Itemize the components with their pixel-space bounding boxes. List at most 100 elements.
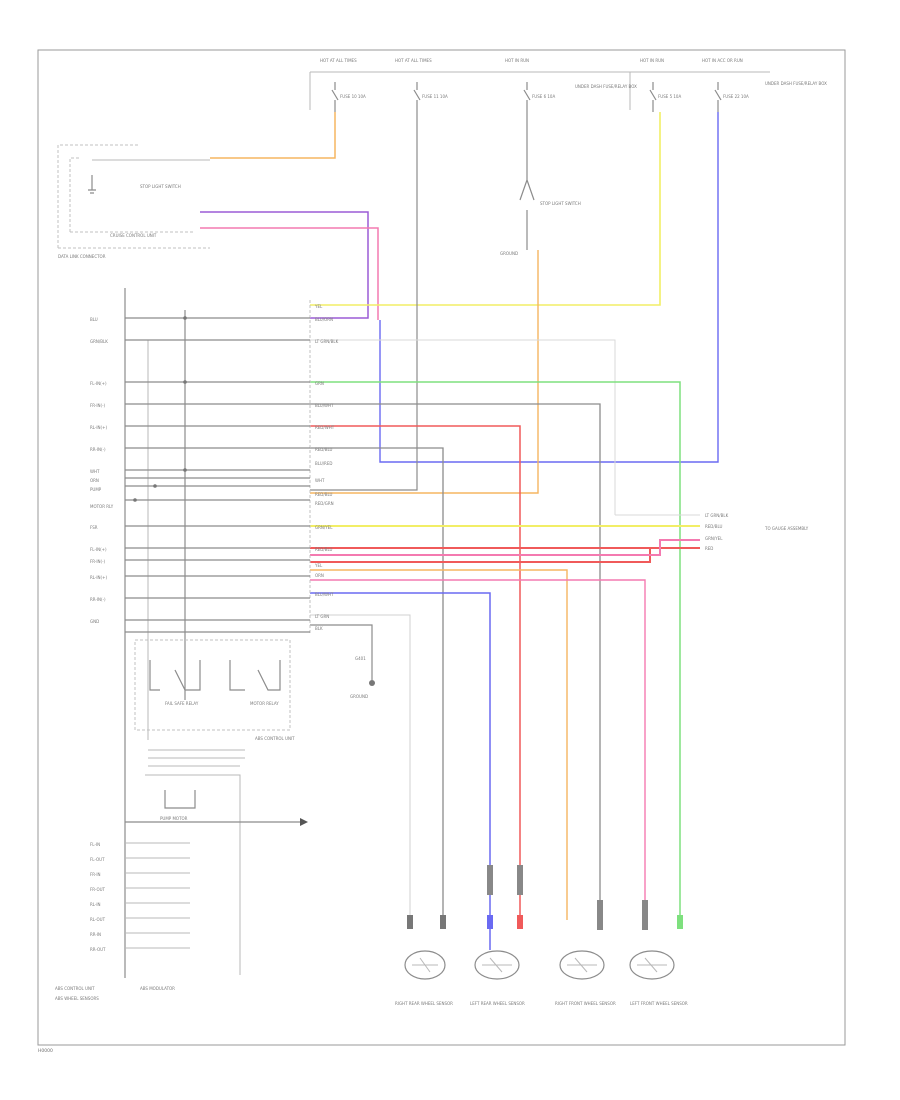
lpin-15: GND [90, 619, 99, 624]
abs-unit-label: ABS CONTROL UNIT [55, 986, 95, 991]
mpin-3: FR-OUT [90, 887, 106, 892]
fuse-2-name: FUSE 11 10A [422, 94, 448, 99]
stop-switch-ground-label: GROUND [500, 251, 518, 256]
lpin-6: WHT [90, 469, 100, 474]
wire-blue-lr [310, 592, 491, 950]
mpin-1: FL-OUT [90, 857, 105, 862]
mpin-0: FL-IN [90, 842, 100, 847]
motor-relay-label: MOTOR RELAY [250, 701, 279, 706]
lpin-2: FL-IN(+) [90, 381, 107, 386]
fuse-3: HOT IN RUN FUSE 6 10A UNDER DASH FUSE/RE… [505, 58, 637, 112]
fuse-1-power: HOT AT ALL TIMES [320, 58, 357, 63]
wire-pink-out [310, 539, 700, 556]
rpin-6: RED/BLU [315, 447, 333, 452]
wheel-sensors: RIGHT REAR WHEEL SENSOR LEFT REAR WHEEL … [395, 865, 688, 1006]
wire-yellow-top [310, 112, 661, 306]
fail-relay-label: FAIL SAFE RELAY [165, 701, 199, 706]
sensor-lf-label: LEFT FRONT WHEEL SENSOR [630, 1001, 688, 1006]
main-buses [124, 288, 311, 978]
rpin-5: RED/WHT [315, 425, 335, 430]
stop-switch-label: STOP LIGHT SWITCH [140, 184, 181, 189]
left-pin-lines [125, 316, 310, 633]
lpin-7: ORN [90, 478, 99, 483]
fuse-3-name: FUSE 6 10A [532, 94, 555, 99]
rpin-7: BLU/RED [315, 461, 332, 466]
lpin-13: RL-IN(+) [90, 575, 107, 580]
wire-gray-rr [310, 447, 444, 920]
arrow-right-icon [300, 818, 308, 826]
rpin-3: GRN [315, 381, 324, 386]
sensor-rr-label: RIGHT REAR WHEEL SENSOR [395, 1001, 453, 1006]
fuse-2: HOT AT ALL TIMES FUSE 11 10A [395, 58, 448, 112]
rpin-2: LT GRN/BLK [315, 339, 339, 344]
fuse-1-name: FUSE 10 10A [340, 94, 366, 99]
footnote: ABS WHEEL SENSORS [55, 996, 99, 1001]
stop-switch-label-2: STOP LIGHT SWITCH [540, 201, 581, 206]
fuse-3-note: UNDER DASH FUSE/RELAY BOX [575, 84, 637, 89]
out-label-3: RED [705, 546, 713, 551]
lpin-4: RL-IN(+) [90, 425, 107, 430]
relay-box: FAIL SAFE RELAY MOTOR RELAY ABS CONTROL … [134, 639, 295, 767]
top-power-rail [309, 71, 770, 110]
out-label-2: GRN/YEL [705, 536, 723, 541]
mpin-5: RL-OUT [90, 917, 106, 922]
rpin-10: RED/GRN [315, 501, 334, 506]
page-code: H0000 [38, 1048, 53, 1054]
lpin-9: MOTOR RLY [90, 504, 114, 509]
wire-blue-top [379, 112, 719, 463]
abs-modulator: PUMP MOTOR FL-IN FL-OUT FR-IN FR-OUT RL-… [55, 774, 308, 1001]
lpin-3: FR-IN(-) [90, 403, 106, 408]
wire-ltgray [310, 339, 616, 515]
wire-red-lr [310, 425, 521, 920]
rpin-16: LT GRN [315, 614, 329, 619]
fuse-4-power: HOT IN RUN [640, 58, 664, 63]
rpin-9: RED/BLU [315, 492, 333, 497]
mpin-7: RR-OUT [90, 947, 106, 952]
ground-g401: G401 GROUND [350, 656, 375, 699]
wire-ltgray-rr [310, 614, 411, 920]
out-label-0: LT GRN/BLK [705, 513, 729, 518]
rpin-17: BLK [315, 626, 323, 631]
modulator-pins: FL-IN FL-OUT FR-IN FR-OUT RL-IN RL-OUT R… [90, 842, 190, 952]
cruise-unit-label: CRUISE CONTROL UNIT [110, 233, 157, 238]
fuse-5-power: HOT IN ACC OR RUN [702, 58, 743, 63]
fuse-5: HOT IN ACC OR RUN FUSE 22 10A UNDER DASH… [702, 58, 827, 112]
right-output-labels: LT GRN/BLK RED/BLU GRN/YEL RED TO GAUGE … [705, 513, 809, 551]
to-cluster-label: TO GAUGE ASSEMBLY [764, 526, 809, 531]
mpin-2: FR-IN [90, 872, 101, 877]
wire-pink [200, 227, 379, 320]
rpin-8: WHT [315, 478, 325, 483]
wire-orange-stop [310, 250, 539, 494]
fuse-1: HOT AT ALL TIMES FUSE 10 10A [320, 58, 366, 112]
abs-modulator-label: ABS MODULATOR [140, 986, 175, 991]
lpin-1: GRN/BLK [90, 339, 108, 344]
fuse-5-note: UNDER DASH FUSE/RELAY BOX [765, 81, 827, 86]
rpin-15: BLU/WHT [315, 592, 334, 597]
sensor-lr-label: LEFT REAR WHEEL SENSOR [470, 1001, 525, 1006]
wire-pink-lf [310, 579, 646, 920]
sensor-left-rear: LEFT REAR WHEEL SENSOR [470, 865, 525, 1006]
right-pin-labels: YEL BLU/ORN LT GRN/BLK GRN BLU/WHT RED/W… [314, 304, 339, 631]
wire-gray-fuse2 [310, 112, 418, 491]
fuse-2-power: HOT AT ALL TIMES [395, 58, 432, 63]
rpin-13: YEL [314, 563, 323, 568]
wire-orange-top [210, 112, 336, 159]
rpin-0: YEL [314, 304, 323, 309]
lpin-10: FSR [90, 525, 98, 530]
abs-unit-label-relays: ABS CONTROL UNIT [255, 736, 295, 741]
rpin-14: ORN [315, 573, 324, 578]
lpin-5: RR-IN(-) [90, 447, 106, 452]
ground-label: GROUND [350, 694, 368, 699]
rpin-11: GRN/YEL [315, 525, 333, 530]
wire-orange-rf [310, 569, 568, 920]
fuse-group: HOT AT ALL TIMES FUSE 10 10A HOT AT ALL … [320, 58, 827, 112]
ground-g401-label: G401 [355, 656, 366, 661]
rpin-1: BLU/ORN [315, 317, 333, 322]
lpin-14: RR-IN(-) [90, 597, 106, 602]
wire-gray-rf [310, 403, 601, 920]
sensor-right-rear: RIGHT REAR WHEEL SENSOR [395, 915, 453, 1006]
out-label-1: RED/BLU [705, 524, 723, 529]
lpin-12: FR-IN(-) [90, 559, 106, 564]
